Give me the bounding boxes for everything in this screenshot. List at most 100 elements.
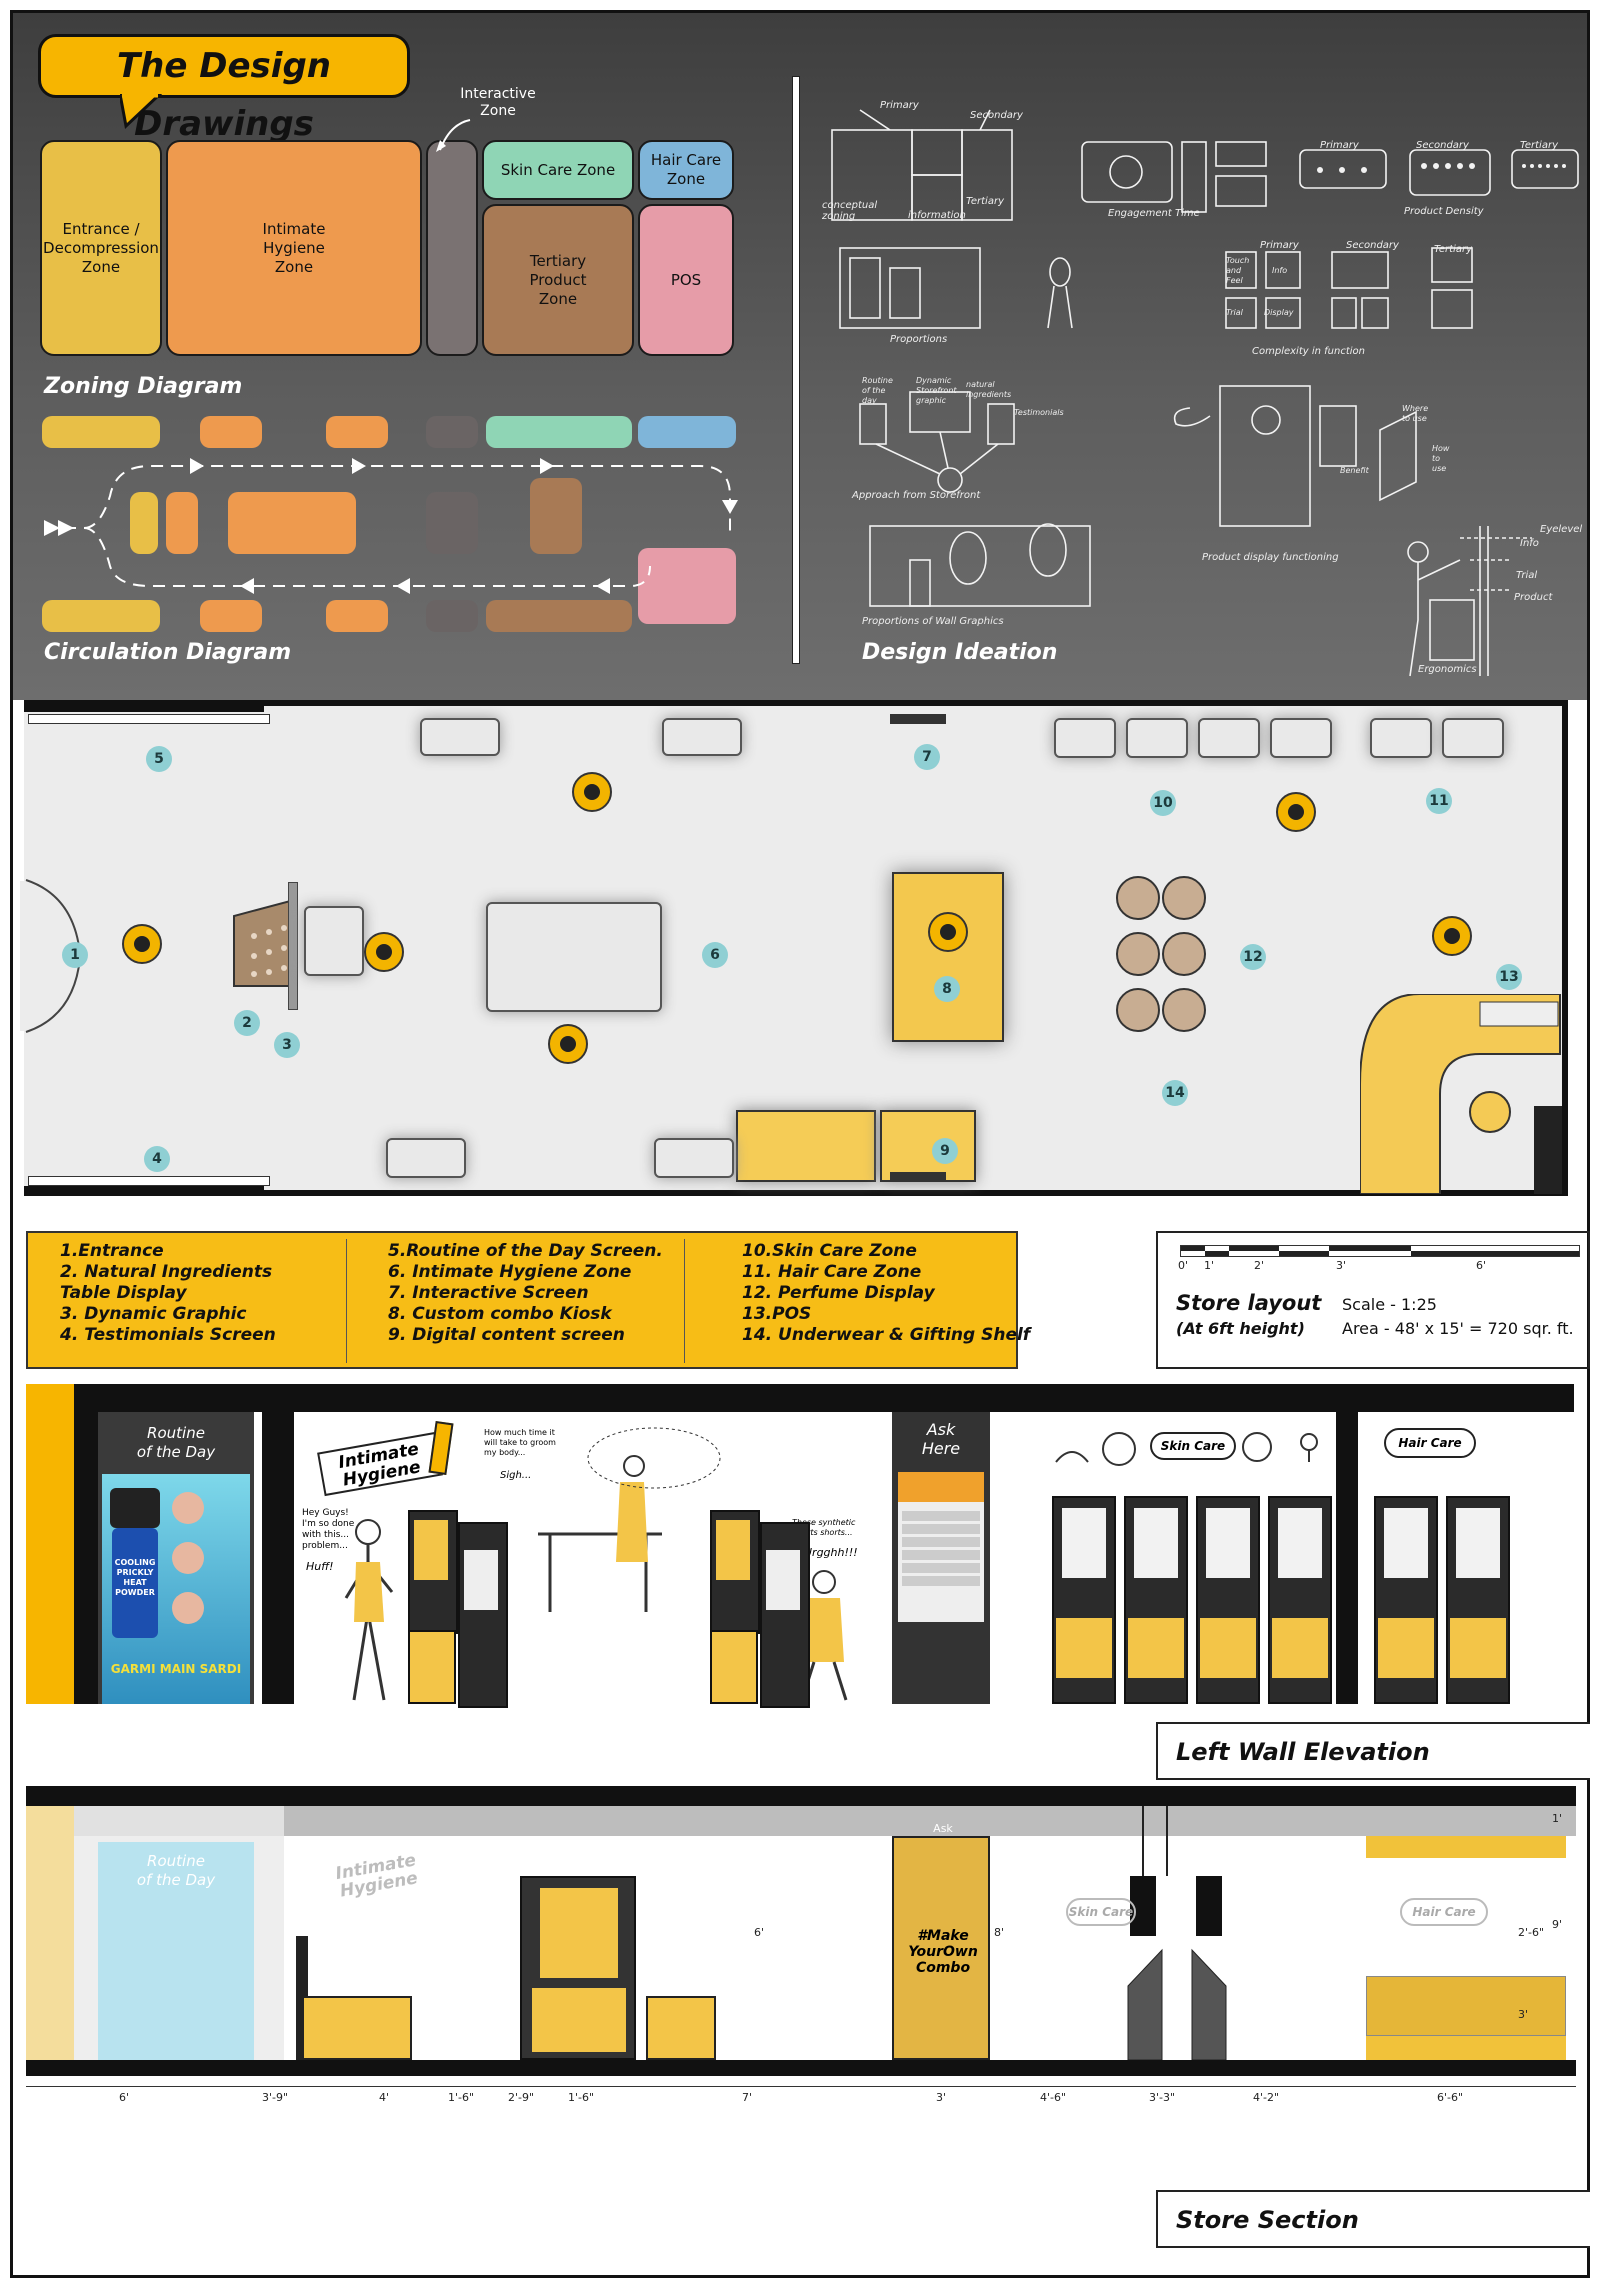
section-dimension-strip: 6' 3'-9" 4' 1'-6" 2'-9" 1'-6" 7' 3' 4'-6… <box>26 2086 1576 2111</box>
marker-1: 1 <box>62 942 88 968</box>
dim-cell: 3'-9" <box>261 2091 289 2104</box>
dynamic-graphic-panel <box>288 882 298 1010</box>
legend-item: Table Display <box>60 1283 187 1303</box>
hair-shelf-2 <box>1442 718 1504 758</box>
ideation-complexity-label: Complexity in function <box>1252 346 1365 357</box>
left-wall-elevation: Routine of the Day COOLING PRICKLY HEAT … <box>26 1384 1576 1708</box>
ideation-information-label: information <box>908 210 966 221</box>
scale-box: 0' 1' 2' 3' 6' Store layout (At 6ft heig… <box>1156 1231 1590 1369</box>
entrance-opening <box>20 881 26 1031</box>
ideation-tertiary-label-2: Tertiary <box>1520 140 1558 151</box>
center-kiosk-section <box>520 1876 636 2060</box>
ideation-tertiary-label-3: Tertiary <box>1434 244 1472 255</box>
speech-bubble-1b: Huff! <box>306 1560 334 1573</box>
circ-pill-entrance <box>42 416 160 448</box>
zone-intimate-hygiene: Intimate Hygiene Zone <box>166 140 422 356</box>
scale-tick: 3' <box>1336 1259 1347 1272</box>
pos-counter[interactable] <box>1360 994 1564 1194</box>
dim-cell: 3' <box>935 2091 947 2104</box>
plan-legend: 1.Entrance 2. Natural Ingredients Table … <box>26 1231 1030 1369</box>
legend-item: 6. Intimate Hygiene Zone <box>388 1262 632 1282</box>
dim-cell: 4' <box>378 2091 390 2104</box>
dim-cell: 6'-6" <box>1436 2091 1464 2104</box>
speech-bubble-3b: Urgghh!!! <box>804 1546 858 1559</box>
circ-pill-intimate-4 <box>326 600 388 632</box>
circ-pill-intimate-1 <box>200 416 262 448</box>
dim-cell: 3'-3" <box>1148 2091 1176 2104</box>
zone-pos: POS <box>638 204 734 356</box>
zone-tertiary-product: Tertiary Product Zone <box>482 204 634 356</box>
ask-top-label: Ask <box>933 1822 953 1835</box>
custom-combo-kiosk[interactable] <box>892 872 1004 1042</box>
legend-item: 10.Skin Care Zone <box>742 1241 917 1261</box>
circ-pill-entrance-2 <box>42 600 160 632</box>
height-dim: 1' <box>1552 1812 1563 1825</box>
ideation-wall-graphics-label: Proportions of Wall Graphics <box>862 616 1004 627</box>
ideation-product-label: Product <box>1514 592 1553 603</box>
ideation-benefit-label: Benefit <box>1340 466 1369 475</box>
hair-care-bubble: Hair Care <box>1384 1428 1476 1458</box>
legend-item: 9. Digital content screen <box>388 1325 625 1345</box>
circ-block-intimate <box>228 492 356 554</box>
legend-item: 3. Dynamic Graphic <box>60 1304 247 1324</box>
dim-cell: 4'-2" <box>1252 2091 1280 2104</box>
wall-column <box>1534 1106 1562 1194</box>
skin-hair-shelf-unit <box>1268 1496 1332 1704</box>
pendant-light <box>1196 1876 1222 1936</box>
circ-block-pos <box>638 548 736 624</box>
underwear-gifting-shelf-2 <box>880 1110 976 1182</box>
store-layout-subtitle: (At 6ft height) <box>1176 1319 1305 1338</box>
marker-9: 9 <box>932 1138 958 1164</box>
legend-item: 14. Underwear & Gifting Shelf <box>742 1325 1031 1345</box>
scale-bar <box>1180 1245 1580 1257</box>
digital-screen-bottom <box>890 1172 946 1182</box>
skin-hair-shelf-unit <box>1374 1496 1438 1704</box>
scale-tick: 0' <box>1178 1259 1189 1272</box>
skin-hair-shelf-unit <box>1052 1496 1116 1704</box>
leaf-icon <box>1242 1432 1272 1462</box>
design-ideation-title: Design Ideation <box>862 640 1058 665</box>
routine-label-ghost: Routine of the Day <box>136 1852 216 1889</box>
sheet-frame <box>10 10 1590 2278</box>
wall-fixture-5a <box>420 718 500 756</box>
routine-screen: Routine of the Day COOLING PRICKLY HEAT … <box>98 1412 254 1704</box>
ideation-display-label: Display <box>1264 308 1294 317</box>
interactive-arrow <box>436 119 471 152</box>
speech-bubble-2b: Sigh... <box>500 1470 532 1481</box>
combo-text: #Make YourOwn Combo <box>908 1928 978 1976</box>
height-dim: 9' <box>1552 1918 1563 1931</box>
person-icon <box>1276 792 1316 832</box>
intimate-hygiene-island <box>486 902 662 1012</box>
elevation-title: Left Wall Elevation <box>1176 1738 1430 1766</box>
speech-bubble-1: Hey Guys! I'm so done with this... probl… <box>302 1508 355 1551</box>
perfume-display <box>1116 876 1206 1036</box>
ideation-dynamic-label: Dynamic Storefront graphic <box>916 376 957 405</box>
legend-item: 2. Natural Ingredients <box>60 1262 273 1282</box>
scale-tick: 2' <box>1254 1259 1265 1272</box>
routine-label: Routine of the Day <box>136 1424 216 1461</box>
circ-pill-hair <box>638 416 736 448</box>
routine-screen-ghost: Routine of the Day <box>98 1842 254 2060</box>
height-dim: 2'-6" <box>1518 1926 1545 1939</box>
legend-item: 8. Custom combo Kiosk <box>388 1304 612 1324</box>
zoning-diagram-title: Zoning Diagram <box>44 374 243 399</box>
person-icon <box>122 924 162 964</box>
bubble-tail <box>120 94 163 129</box>
interactive-zone-label: Interactive Zone <box>460 86 536 119</box>
legend-item: 7. Interactive Screen <box>388 1283 589 1303</box>
wall-fixture-5b <box>662 718 742 756</box>
page-title: The Design Drawings <box>38 34 410 144</box>
legend-item: 12. Perfume Display <box>742 1283 935 1303</box>
marker-4: 4 <box>144 1146 170 1172</box>
marker-10: 10 <box>1150 790 1176 816</box>
product-brand-text: GARMI MAIN SARDI <box>110 1662 242 1676</box>
design-ideation-sketches <box>831 109 1579 677</box>
marker-5: 5 <box>146 746 172 772</box>
section-title: Store Section <box>1176 2206 1359 2234</box>
skin-care-bubble-ghost: Skin Care <box>1066 1898 1136 1926</box>
circ-pill-skin <box>486 416 632 448</box>
ideation-natural-label: natural ingredients <box>966 380 1012 399</box>
window-bottom <box>28 1176 270 1186</box>
marker-13: 13 <box>1496 964 1522 990</box>
ask-here-screen[interactable]: Ask Here <box>892 1412 990 1704</box>
